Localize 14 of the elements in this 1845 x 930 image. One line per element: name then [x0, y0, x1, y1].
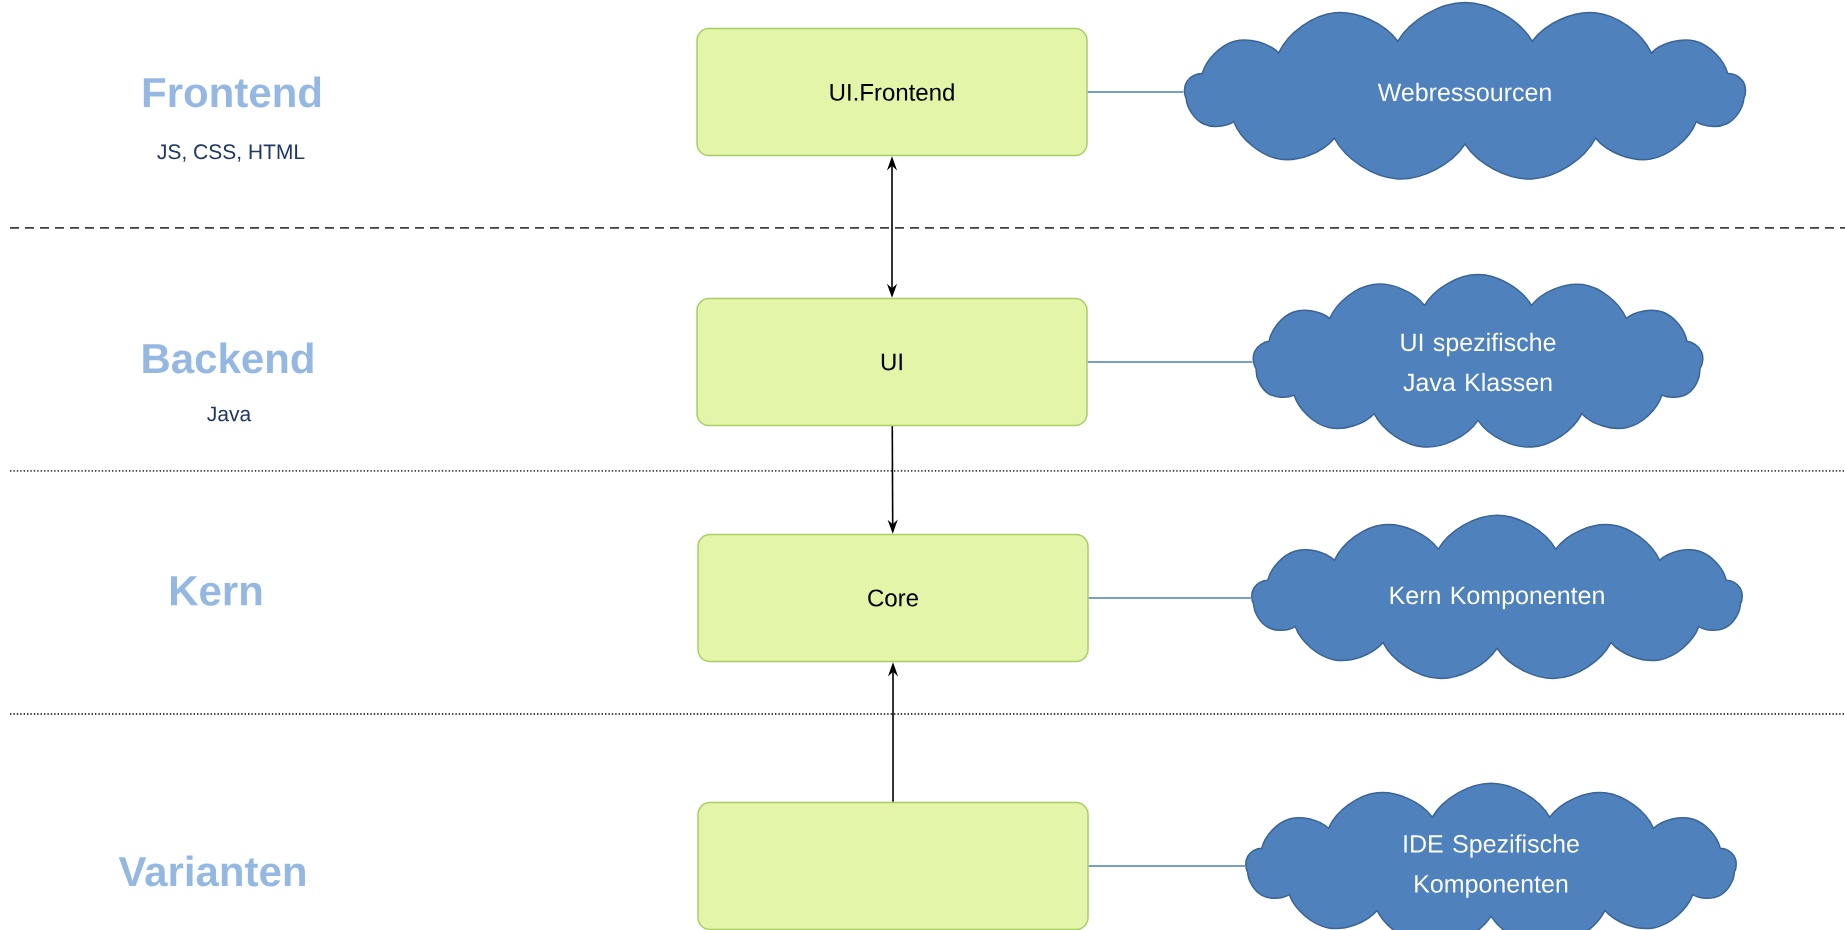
layer-subtitle: Java: [207, 406, 252, 422]
component-box: [697, 801, 1089, 930]
component-box: Core: [697, 533, 1089, 663]
connector-line: [1087, 597, 1252, 599]
connector-line: [1086, 91, 1185, 93]
connector-line: [1087, 865, 1246, 867]
connector-line: [1086, 361, 1254, 363]
layer-heading: Backend: [143, 342, 313, 374]
component-box: UI.Frontend: [696, 27, 1088, 157]
layer-heading: Frontend: [143, 76, 321, 108]
component-box: UI: [696, 297, 1088, 427]
layer-subtitle: JS, CSS, HTML: [157, 144, 305, 162]
layer-heading: Kern: [170, 576, 262, 606]
layer-heading: Varianten: [118, 855, 305, 887]
